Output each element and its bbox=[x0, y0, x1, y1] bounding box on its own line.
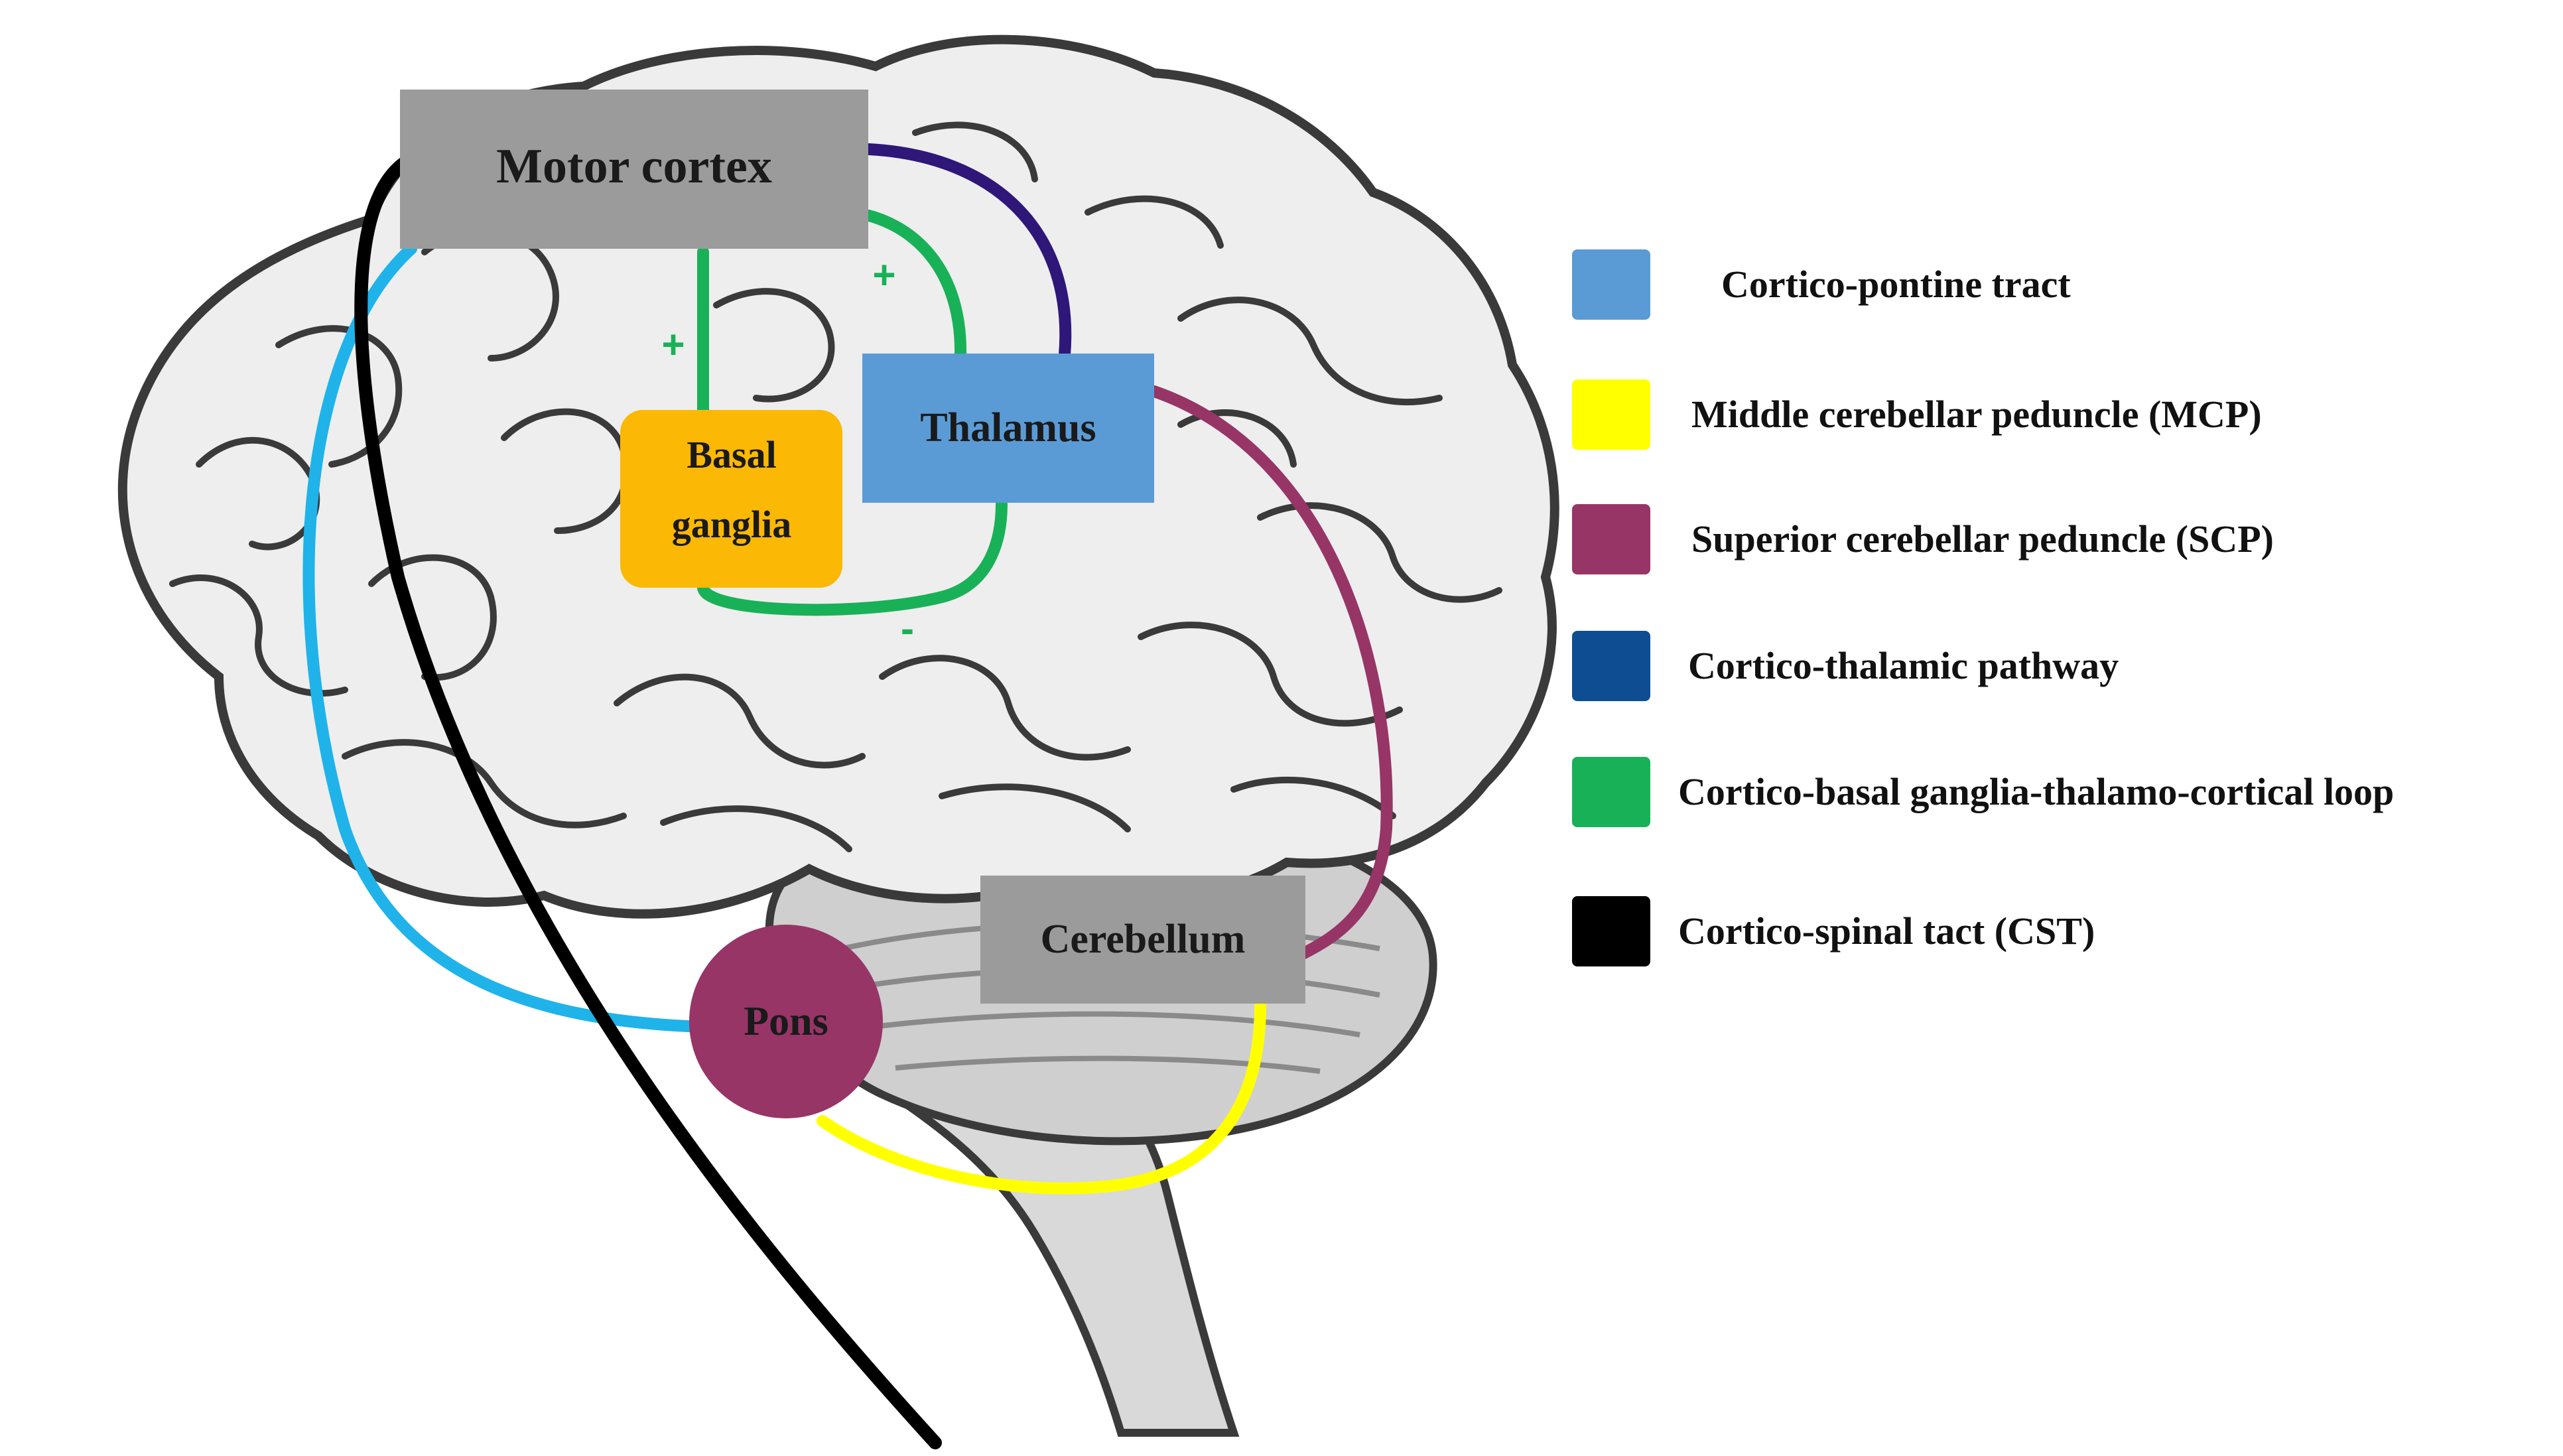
brain-gyri bbox=[169, 121, 1502, 852]
legend-item: Cortico-pontine tract bbox=[1572, 249, 2071, 320]
legend-label: Cortico-basal ganglia-thalamo-cortical l… bbox=[1678, 770, 2394, 813]
thalamus-plus-sign: + bbox=[872, 253, 895, 297]
basal-ganglia-label-line2: ganglia bbox=[672, 503, 792, 546]
legend-item: Cortico-spinal tact (CST) bbox=[1572, 896, 2095, 966]
cbgtc-loop-motor-to-thalamus bbox=[863, 210, 967, 361]
thalamus-node: Thalamus bbox=[862, 354, 1154, 503]
legend-swatch bbox=[1572, 249, 1650, 320]
legend-label: Cortico-thalamic pathway bbox=[1688, 644, 2119, 687]
basal-ganglia-label-line1: Basal bbox=[687, 433, 776, 476]
pons-node: Pons bbox=[689, 925, 883, 1118]
cortico-pontine-tract bbox=[302, 243, 709, 1033]
legend-swatch bbox=[1572, 379, 1650, 450]
pons-label: Pons bbox=[744, 999, 828, 1044]
legend-swatch bbox=[1572, 896, 1650, 966]
legend-item: Middle cerebellar peduncle (MCP) bbox=[1572, 379, 2262, 450]
cbgtc-loop-bg-to-thalamus bbox=[697, 498, 1008, 616]
legend-label: Middle cerebellar peduncle (MCP) bbox=[1691, 393, 2262, 436]
pathways bbox=[302, 143, 1393, 1449]
loop-minus-sign: - bbox=[901, 606, 914, 651]
middle-cerebellar-peduncle bbox=[817, 999, 1266, 1195]
motor-cortex-node: Motor cortex bbox=[400, 90, 868, 249]
legend-item: Cortico-thalamic pathway bbox=[1572, 631, 2119, 701]
legend-label: Cortico-pontine tract bbox=[1721, 263, 2071, 306]
legend-label: Superior cerebellar peduncle (SCP) bbox=[1691, 517, 2274, 561]
loop-signs: + + - bbox=[661, 253, 914, 651]
legend-label: Cortico-spinal tact (CST) bbox=[1678, 909, 2095, 953]
legend-swatch bbox=[1572, 631, 1650, 701]
legend-swatch bbox=[1572, 504, 1650, 574]
legend-swatch bbox=[1572, 757, 1650, 827]
thalamus-label: Thalamus bbox=[920, 405, 1096, 450]
cerebellum-label: Cerebellum bbox=[1041, 917, 1246, 962]
motor-cortex-label: Motor cortex bbox=[496, 139, 772, 194]
legend-item: Cortico-basal ganglia-thalamo-cortical l… bbox=[1572, 757, 2394, 827]
bg-plus-sign: + bbox=[661, 322, 685, 367]
superior-cerebellar-peduncle bbox=[1148, 385, 1393, 961]
basal-ganglia-node: Basal ganglia bbox=[620, 410, 842, 588]
cerebellum-node: Cerebellum bbox=[980, 876, 1305, 1004]
cortico-spinal-tract bbox=[354, 147, 942, 1449]
legend-item: Superior cerebellar peduncle (SCP) bbox=[1572, 504, 2274, 574]
cortico-thalamic-pathway bbox=[863, 143, 1072, 361]
